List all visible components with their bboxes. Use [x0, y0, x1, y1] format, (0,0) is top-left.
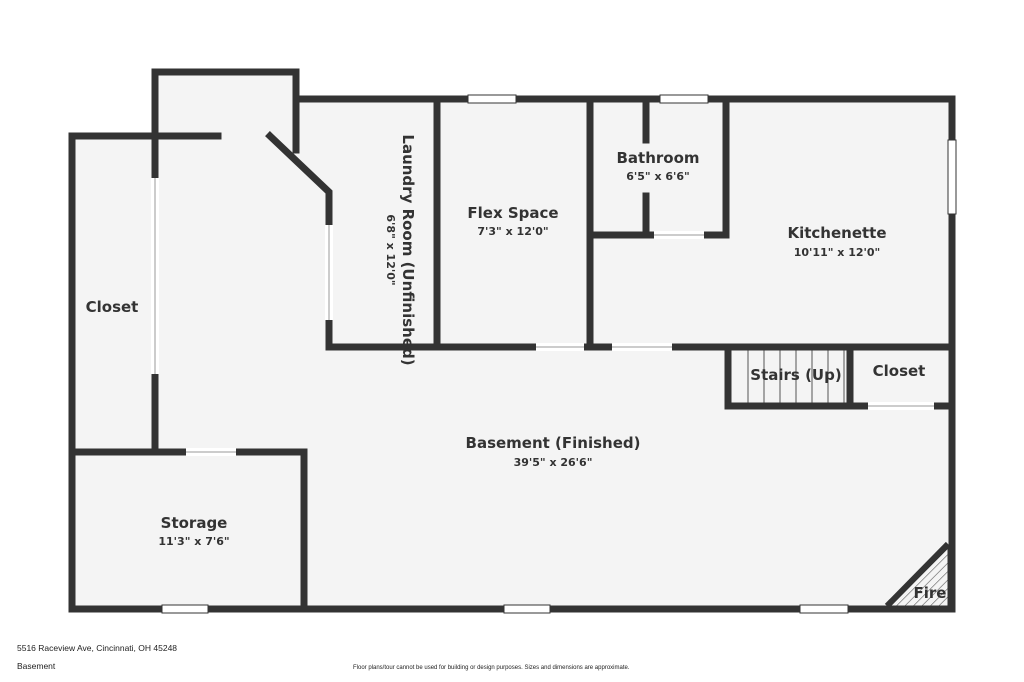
kitchenette-name: Kitchenette [787, 224, 886, 242]
bathroom-dims: 6'5" x 6'6" [626, 170, 690, 183]
basement-dims: 39'5" x 26'6" [514, 456, 593, 469]
fireplace-name: Fire [914, 584, 947, 602]
laundry-room-name: Laundry Room (Unfinished) [399, 134, 417, 365]
kitchenette-dims: 10'11" x 12'0" [794, 246, 881, 259]
laundry-room-label: Laundry Room (Unfinished) 6'8" x 12'0" [384, 134, 417, 365]
flex-space-name: Flex Space [467, 204, 558, 222]
windows [161, 94, 957, 614]
floor-fill [72, 72, 952, 609]
door-frame-lines [154, 178, 934, 453]
disclaimer-text: Floor plans/tour cannot be used for buil… [353, 665, 630, 671]
basement-name: Basement (Finished) [466, 434, 641, 452]
flex-space-dims: 7'3" x 12'0" [477, 225, 548, 238]
fireplace-wall [884, 541, 951, 609]
storage-dims: 11'3" x 7'6" [158, 535, 229, 548]
closet-left-name: Closet [86, 298, 139, 316]
floor-level-label: Basement [17, 661, 56, 671]
closet-right-name: Closet [873, 362, 926, 380]
laundry-room-dims: 6'8" x 12'0" [384, 214, 397, 285]
storage-name: Storage [161, 514, 228, 532]
stairs-treads [747, 350, 845, 404]
bathroom-name: Bathroom [616, 149, 699, 167]
property-address: 5516 Raceview Ave, Cincinnati, OH 45248 [17, 643, 178, 653]
stairs-name: Stairs (Up) [750, 366, 841, 384]
